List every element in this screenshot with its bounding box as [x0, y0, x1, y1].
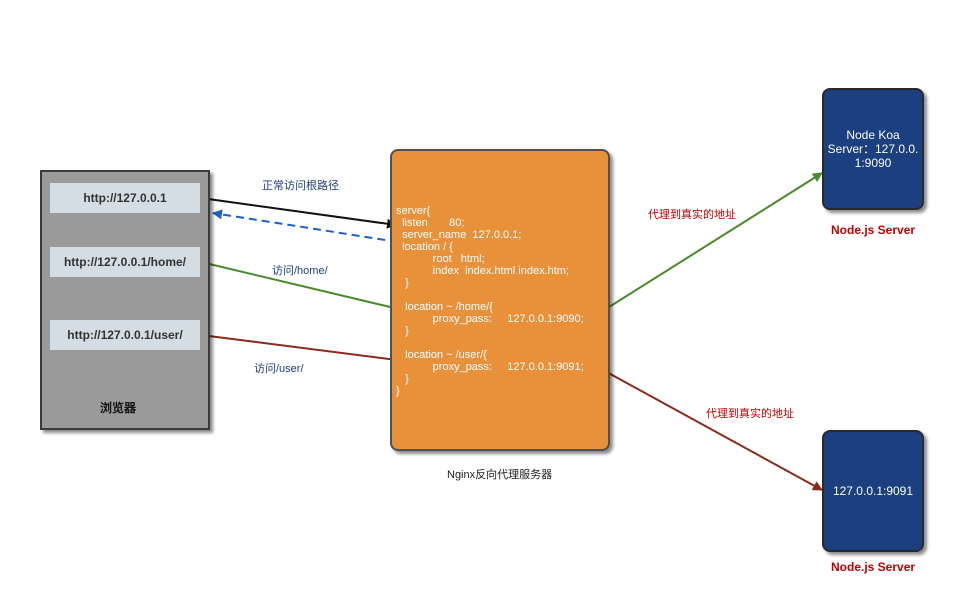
url-root-text: http://127.0.0.1 [83, 191, 167, 205]
node-koa-server-box: Node Koa Server：127.0.0. 1:9090 [822, 88, 924, 210]
config-line: location ~ /home/{ [396, 301, 493, 313]
config-line: proxy_pass: 127.0.0.1:9090; [396, 313, 584, 325]
edge-label-home: 访问/home/ [272, 265, 328, 277]
url-home-text: http://127.0.0.1/home/ [63, 255, 187, 269]
edge-label-proxy-bottom: 代理到真实的地址 [706, 408, 794, 420]
config-line: server{ [396, 205, 431, 217]
url-home-box: http://127.0.0.1/home/ [50, 247, 200, 277]
config-line: server_name 127.0.0.1; [396, 229, 522, 241]
node-server-label-top: Node.js Server [831, 223, 916, 237]
config-line: listen 80; [396, 217, 465, 229]
root-request-arrow [200, 197, 397, 229]
nginx-box [390, 149, 610, 451]
url-user-text: http://127.0.0.1/user/ [67, 328, 183, 342]
config-line: } [396, 373, 409, 385]
config-line: index index.html index.htm; [396, 265, 570, 277]
url-root-box: http://127.0.0.1 [50, 183, 200, 213]
config-line: location / { [396, 241, 453, 253]
proxy-to-9090-arrow [597, 172, 823, 315]
browser-panel [40, 170, 210, 430]
config-line: proxy_pass: 127.0.0.1:9091; [396, 361, 584, 373]
url-user-box: http://127.0.0.1/user/ [50, 320, 200, 350]
browser-label: 浏览器 [100, 401, 137, 415]
edge-label-user: 访问/user/ [254, 363, 304, 375]
nginx-label: Nginx反向代理服务器 [447, 469, 553, 481]
node-server-label-bottom: Node.js Server [831, 560, 916, 574]
config-line: } [396, 277, 409, 289]
edge-label-proxy-top: 代理到真实的地址 [648, 209, 736, 221]
node-9091-server-text: 127.0.0.1:9091 [832, 484, 914, 498]
nginx-config-text: server{ listen 80; server_name 127.0.0.1… [396, 205, 584, 397]
proxy-to-9091-arrow [602, 369, 823, 491]
root-response-dashed-arrow [212, 209, 399, 243]
config-line: root html; [396, 253, 485, 265]
config-line: location ~ /user/{ [396, 349, 487, 361]
config-line: } [396, 325, 409, 337]
config-line: } [396, 385, 400, 397]
node-koa-server-text: Node Koa Server：127.0.0. 1:9090 [827, 128, 919, 170]
edge-label-root: 正常访问根路径 [262, 180, 339, 192]
node-9091-server-box: 127.0.0.1:9091 [822, 430, 924, 552]
